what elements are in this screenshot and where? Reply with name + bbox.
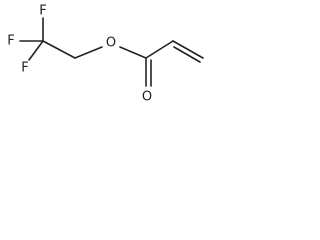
bond-oxygen-carbonyl-carbon (119, 46, 147, 59)
bond-ch2-oxygen (74, 46, 103, 59)
structure-diagram: F F F O O (7, 4, 204, 105)
ester-oxygen-label: O (106, 36, 116, 51)
fluorine-left-label: F (7, 34, 14, 49)
bond-cf3-ch2 (42, 40, 76, 59)
bond-vinyl-double-1 (172, 40, 204, 59)
bond-vinyl-double-2 (173, 46, 201, 63)
fluorine-bottom-label: F (21, 61, 28, 76)
fluorine-top-label: F (39, 4, 46, 19)
carbonyl-oxygen-label: O (142, 90, 152, 105)
atom-labels: F F F O O (7, 4, 152, 105)
bonds (19, 17, 204, 87)
bond-cf3-f-bottom (28, 40, 44, 61)
bond-carbonyl-alpha (145, 40, 174, 59)
